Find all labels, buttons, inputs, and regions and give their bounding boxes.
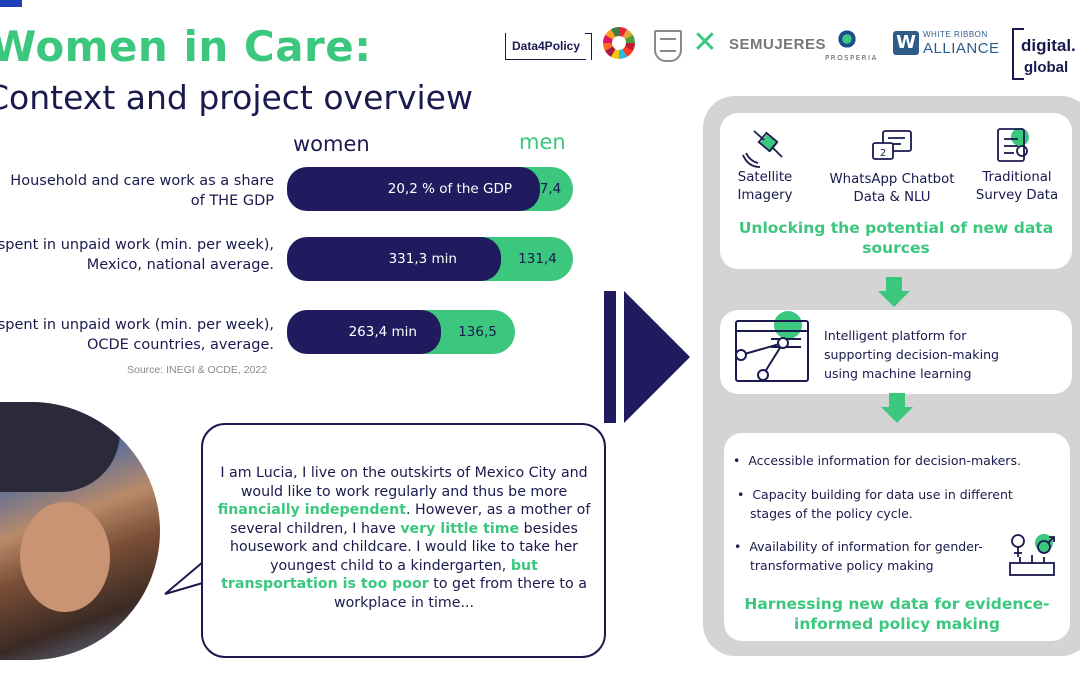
portrait-photo [0, 402, 160, 660]
bullet-accessible-info: • Accessible information for decision-ma… [733, 453, 1021, 468]
corner-accent [0, 0, 22, 7]
men-header: men [519, 130, 566, 154]
row-label-mexico: Time spent in unpaid work (min. per week… [0, 237, 274, 273]
page-subtitle: Context and project overview [0, 78, 473, 117]
satellite-icon [742, 130, 783, 168]
women-bar-ocde: 263,4 min [287, 310, 441, 354]
men-value-mexico: 131,4 [518, 251, 557, 267]
platform-network-icon [735, 311, 809, 382]
page-title: Women in Care: [0, 22, 372, 71]
women-bar-gdp: 20,2 % of the GDP [287, 167, 540, 211]
bullet-capacity-building: • Capacity building for data use in diff… [737, 487, 1013, 521]
highlight-transport: but transportation is too poor [221, 557, 538, 593]
men-value-ocde: 136,5 [458, 324, 497, 340]
chat-bubbles-icon: 2 [872, 130, 912, 160]
wra-logo-top: WHITE RIBBON [923, 30, 988, 39]
flow-arrow-icon [604, 291, 690, 423]
semujeres-logo-text: SEMUJERES [729, 36, 827, 53]
bullet-gender-info: • Availability of information for gender… [734, 539, 983, 573]
highlight-financial: financially independent [217, 502, 407, 518]
survey-clipboard-icon [997, 128, 1029, 162]
quote-text: I am Lucia, I live on the outskirts of M… [217, 465, 591, 611]
source-note: Source: INEGI & OCDE, 2022 [127, 364, 268, 376]
digital-global-logo-line2: global [1024, 59, 1069, 76]
row-label-ocde: Time spent in unpaid work (min. per week… [0, 317, 274, 353]
women-value-mexico: 331,3 min [388, 251, 457, 267]
digital-global-bracket [1012, 28, 1024, 80]
semujeres-icon: ✕ [692, 25, 718, 60]
gender-scale-icon [1009, 534, 1055, 576]
svg-text:2: 2 [880, 148, 886, 159]
prosperia-logo-text: PROSPERIA [825, 54, 878, 62]
row-label-gdp: Household and care work as a share of TH… [10, 173, 274, 209]
women-bar-mexico: 331,3 min [287, 237, 501, 281]
women-value-gdp: 20,2 % of the GDP [387, 181, 512, 197]
white-ribbon-icon: W [893, 31, 919, 55]
women-header: women [293, 132, 370, 156]
quote-bubble [201, 423, 606, 658]
outcomes-card [724, 433, 1070, 641]
platform-description: Intelligent platform for supporting deci… [824, 328, 1000, 381]
data4policy-logo: Data4Policy [505, 33, 593, 60]
down-arrow-icon [881, 393, 913, 423]
down-arrow-icon [878, 277, 910, 307]
government-shield-logo [654, 30, 682, 62]
prosperia-tree-icon [836, 28, 858, 50]
digital-global-logo-line1: digital. [1021, 36, 1076, 55]
wra-logo-bottom: ALLIANCE [923, 40, 1000, 57]
women-value-ocde: 263,4 min [348, 324, 417, 340]
sdg-wheel-logo [603, 27, 635, 59]
highlight-time: very little time [400, 520, 520, 537]
card3-title: Harnessing new data for evidence-informe… [744, 595, 1050, 633]
men-value-gdp: 7,4 [539, 181, 562, 197]
